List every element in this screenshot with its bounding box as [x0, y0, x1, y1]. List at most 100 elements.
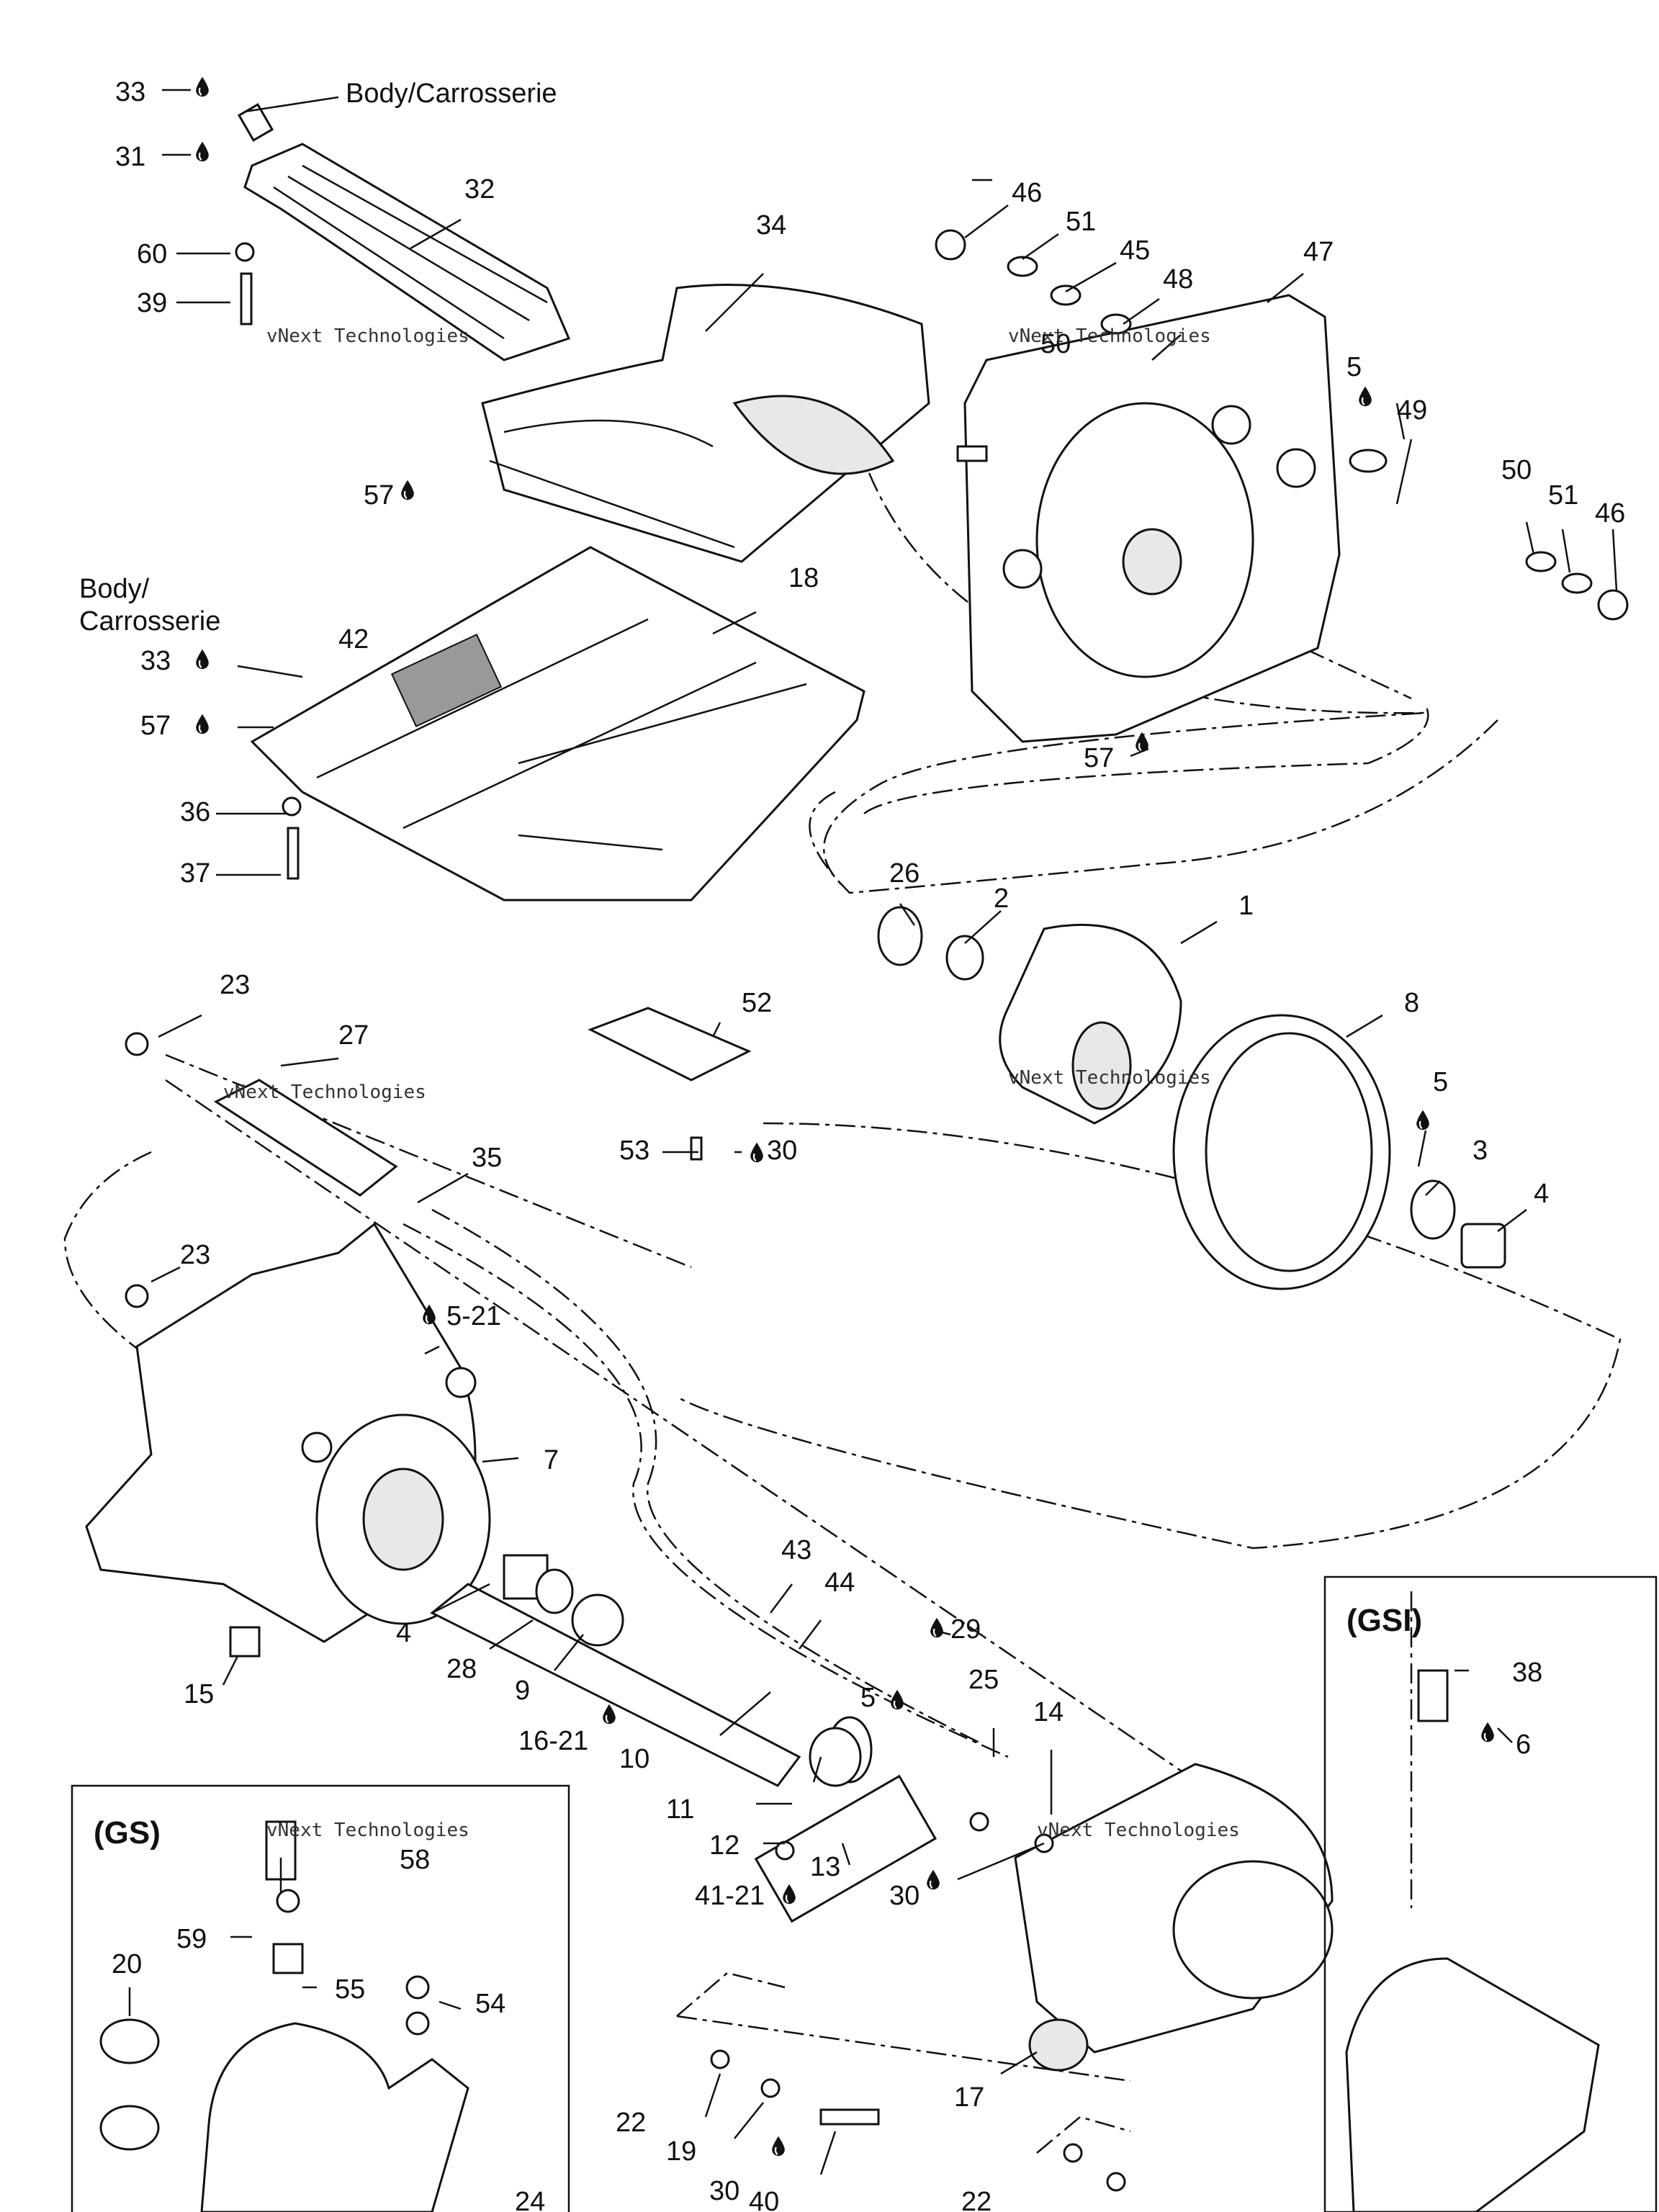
small-hardware [125, 229, 1629, 2192]
callout-54: 54 [475, 1989, 505, 2019]
callout-4b: 4 [396, 1618, 411, 1648]
callout-8: 8 [1404, 988, 1419, 1018]
callout-45: 45 [1120, 235, 1150, 266]
gsi-box [1323, 1575, 1658, 2212]
callout-13: 13 [810, 1852, 840, 1882]
callout-46b: 46 [1595, 498, 1625, 529]
watermark-6: vNext Technologies [1037, 1820, 1240, 1841]
callout-18: 18 [788, 563, 819, 593]
callout-20: 20 [112, 1949, 142, 1979]
callout-4a: 4 [1534, 1179, 1549, 1209]
watermark-1: vNext Technologies [266, 325, 469, 347]
callout-5-21: 5-21 [446, 1301, 501, 1331]
callout-43: 43 [781, 1535, 811, 1565]
callout-48: 48 [1163, 264, 1193, 295]
callout-23a: 23 [220, 970, 250, 1000]
callout-58: 58 [400, 1845, 430, 1875]
callout-30c: 30 [709, 2176, 739, 2206]
callout-55: 55 [335, 1974, 365, 2005]
callout-17: 17 [954, 2082, 984, 2113]
callout-60: 60 [137, 239, 167, 269]
callout-body-carrosserie-1: Body/Carrosserie [346, 78, 557, 109]
callout-57c: 57 [1084, 743, 1114, 773]
callout-30a: 30 [767, 1136, 797, 1166]
callout-33a: 33 [115, 77, 145, 107]
callout-22a: 22 [616, 2108, 646, 2138]
callout-29: 29 [950, 1614, 981, 1645]
callout-31: 31 [115, 142, 145, 172]
callout-14: 14 [1033, 1697, 1064, 1727]
callout-15: 15 [184, 1679, 214, 1709]
watermark-3: vNext Technologies [1008, 1067, 1211, 1089]
callout-53: 53 [619, 1136, 649, 1166]
watermark-4: vNext Technologies [223, 1082, 426, 1103]
part-1-shroud [999, 923, 1182, 1125]
callout-22b: 22 [961, 2187, 992, 2212]
callout-30b: 30 [889, 1881, 920, 1911]
callout-49: 49 [1397, 395, 1427, 426]
part-27-tube [213, 1079, 398, 1197]
callout-35: 35 [472, 1143, 502, 1173]
callout-33b: 33 [140, 646, 171, 676]
callout-2: 2 [994, 884, 1009, 914]
callout-body-1: Body/ [79, 574, 150, 604]
callout-28: 28 [446, 1654, 477, 1684]
callout-1: 1 [1238, 891, 1254, 921]
callout-34: 34 [756, 210, 786, 240]
callout-38: 38 [1512, 1658, 1542, 1688]
gs-box [71, 1784, 570, 2212]
group-headers: (GSI) (GS) [94, 1603, 1422, 1851]
watermark-5: vNext Technologies [266, 1820, 469, 1841]
callout-23b: 23 [180, 1240, 210, 1270]
callout-41-21: 41-21 [695, 1881, 765, 1911]
callout-5c: 5 [860, 1683, 876, 1713]
callout-3: 3 [1473, 1136, 1488, 1166]
callout-26: 26 [889, 858, 920, 889]
callout-47: 47 [1303, 237, 1334, 267]
callout-44: 44 [824, 1568, 855, 1598]
callout-37: 37 [180, 858, 210, 889]
watermark-2: vNext Technologies [1008, 325, 1211, 347]
callout-19: 19 [666, 2136, 696, 2167]
part-32-ramp [237, 103, 571, 361]
callout-57b: 57 [140, 711, 171, 741]
callout-6: 6 [1516, 1730, 1531, 1760]
part-52 [588, 1007, 752, 1082]
callout-9: 9 [515, 1676, 530, 1706]
gsi-label: (GSI) [1346, 1603, 1422, 1638]
part-47-housing [956, 294, 1341, 743]
callout-52: 52 [742, 988, 772, 1018]
callout-40: 40 [749, 2187, 779, 2212]
callout-39: 39 [137, 288, 167, 318]
callout-46a: 46 [1012, 178, 1042, 208]
callout-labels: 33 31 Body/Carrosserie 32 60 39 34 46 51… [79, 77, 1625, 2212]
callout-12: 12 [709, 1830, 739, 1861]
callout-57a: 57 [364, 480, 394, 511]
part-7-pump-housing [85, 1222, 491, 1643]
part-18-plate [250, 546, 866, 902]
callout-16-21: 16-21 [518, 1726, 588, 1756]
callout-10: 10 [619, 1744, 649, 1774]
part-8-ring [1172, 1014, 1391, 1290]
callout-51b: 51 [1548, 480, 1578, 511]
callout-5b: 5 [1433, 1067, 1448, 1097]
callout-32: 32 [464, 174, 495, 204]
callout-50a: 50 [1040, 329, 1071, 359]
callout-24: 24 [515, 2187, 545, 2212]
watermarks: vNext Technologies vNext Technologies vN… [223, 325, 1240, 1841]
callout-25: 25 [968, 1665, 999, 1695]
callout-51a: 51 [1066, 207, 1096, 237]
callout-27: 27 [338, 1020, 369, 1051]
callout-carrosserie-2: Carrosserie [79, 606, 220, 637]
gs-label: (GS) [94, 1815, 161, 1851]
callout-59: 59 [176, 1924, 207, 1954]
callout-50b: 50 [1501, 455, 1532, 485]
callout-7: 7 [544, 1445, 559, 1475]
callout-11: 11 [666, 1794, 694, 1825]
callout-5a: 5 [1346, 352, 1362, 382]
callout-36: 36 [180, 797, 210, 827]
part-34-cover [481, 284, 930, 563]
leader-lines [128, 89, 1618, 2175]
callout-42: 42 [338, 624, 369, 655]
